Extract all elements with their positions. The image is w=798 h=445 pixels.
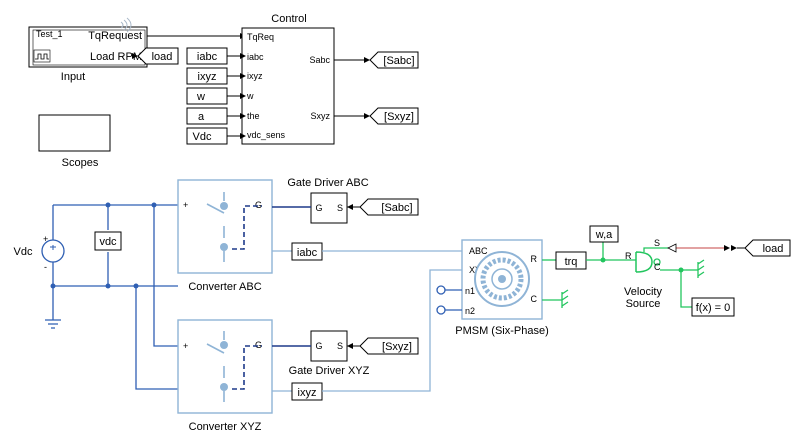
svg-text:+: + [43,234,48,244]
control-out-port-0: Sabc [309,55,330,65]
svg-text:[Sabc]: [Sabc] [383,55,414,67]
svg-text:iabc: iabc [197,51,218,63]
svg-text:S: S [654,238,660,248]
velocity-source-label-1: Velocity [624,286,662,298]
svg-text:G: G [315,203,322,213]
velocity-source-label-2: Source [626,298,661,310]
svg-text:ixyz: ixyz [198,71,217,83]
motor-icon [474,251,530,307]
goto-load-tag[interactable]: load [137,47,179,65]
from-iabc-tag[interactable]: iabc [186,47,228,65]
control-in-port-2: ixyz [247,71,263,81]
gate-driver-xyz-block[interactable]: G S Gate Driver XYZ [289,330,370,377]
control-in-port-4: the [247,111,260,121]
goto-sabc-tag[interactable]: [Sabc] [369,51,419,69]
pmsm-six-phase-block[interactable]: ABC XYZ n1 n2 R C PMSM (Six-Phase) [455,239,549,337]
load-arrow [132,53,138,59]
gate-driver-abc-block[interactable]: Gate Driver ABC G S [287,177,369,224]
svg-text:Vdc: Vdc [193,131,212,143]
svg-text:f(x) = 0: f(x) = 0 [696,302,731,314]
svg-text:n1: n1 [465,286,475,296]
from-a-tag[interactable]: a [186,107,228,125]
ground-icon [45,319,61,329]
control-block[interactable]: Control TqReq iabc ixyz w the vdc_sens S… [241,13,335,145]
converter-xyz-label: Converter XYZ [189,421,262,433]
svg-text:G: G [315,341,322,351]
control-in-port-3: w [246,91,254,101]
goto-sxyz-tag[interactable]: [Sxyz] [369,107,419,125]
dc-voltage-source[interactable]: + - Vdc [14,234,65,272]
svg-text:C: C [654,262,661,272]
svg-text:a: a [198,111,205,123]
input-port-tq: TqRequest [88,30,142,42]
svg-text:w: w [196,91,205,103]
voltage-sensor-vdc[interactable]: vdc [94,231,122,251]
from-sxyz-tag[interactable]: [Sxyz] [359,337,419,355]
from-vdc-tag[interactable]: Vdc [186,127,228,145]
control-in-port-1: iabc [247,52,264,62]
svg-text:[Sxyz]: [Sxyz] [382,341,412,353]
svg-text:R: R [625,251,632,261]
control-in-port-0: TqReq [247,32,274,42]
from-w-tag[interactable]: w [186,87,228,105]
svg-text:-: - [44,262,47,272]
svg-text:S: S [337,341,343,351]
scopes-block[interactable]: Scopes [38,114,111,169]
input-icon-text: Test_1 [36,29,63,39]
svg-text:load: load [152,51,173,63]
control-title: Control [271,13,306,25]
input-block[interactable]: Test_1 TqRequest Load RPM Input [28,26,148,83]
wireless-icon [120,17,132,33]
dc-bus-wires [52,204,178,390]
svg-text:ABC: ABC [469,246,488,256]
svg-text:+: + [183,200,188,210]
svg-text:[Sxyz]: [Sxyz] [384,111,414,123]
gate-driver-xyz-label: Gate Driver XYZ [289,365,370,377]
vdc-source-label: Vdc [14,246,33,258]
svg-text:G: G [255,340,262,350]
control-in-port-5: vdc_sens [247,130,286,140]
svg-text:load: load [763,243,784,255]
svg-text:R: R [531,254,538,264]
current-sensor-ixyz[interactable]: ixyz [291,382,323,401]
svg-text:ixyz: ixyz [298,387,317,399]
svg-text:C: C [531,294,538,304]
mechanical-reference-motor-icon [561,289,569,308]
signal-builder-icon [33,49,51,63]
from-load-tag[interactable]: load [744,239,791,257]
solver-configuration-block[interactable]: f(x) = 0 [691,297,735,317]
svg-text:+: + [183,341,188,351]
current-sensor-iabc[interactable]: iabc [291,242,323,261]
svg-text:S: S [337,203,343,213]
torque-sensor-trq[interactable]: trq [555,251,587,270]
svg-text:iabc: iabc [297,247,318,259]
input-label: Input [61,71,85,83]
converter-abc-block[interactable]: + G Converter ABC [177,179,273,293]
svg-text:n2: n2 [465,306,475,316]
svg-text:G: G [255,200,262,210]
velocity-source-block[interactable]: S R C Velocity Source [624,238,662,310]
svg-text:w,a: w,a [595,229,613,241]
from-sabc-tag[interactable]: [Sabc] [359,198,419,216]
input-port-rpm: Load RPM [90,51,142,63]
converter-abc-label: Converter ABC [188,281,261,293]
svg-text:[Sabc]: [Sabc] [381,202,412,214]
scopes-label: Scopes [62,157,99,169]
ps-converter-icon [667,243,677,253]
speed-sensor-wa[interactable]: w,a [589,225,619,243]
from-ixyz-tag[interactable]: ixyz [186,67,228,85]
gate-driver-abc-label: Gate Driver ABC [287,177,368,189]
svg-text:vdc: vdc [99,236,117,248]
svg-text:trq: trq [565,256,578,268]
pmsm-label: PMSM (Six-Phase) [455,325,549,337]
converter-xyz-block[interactable]: + G Converter XYZ [177,319,273,433]
mechanical-reference-source-icon [686,259,705,278]
control-out-port-1: Sxyz [310,111,330,121]
